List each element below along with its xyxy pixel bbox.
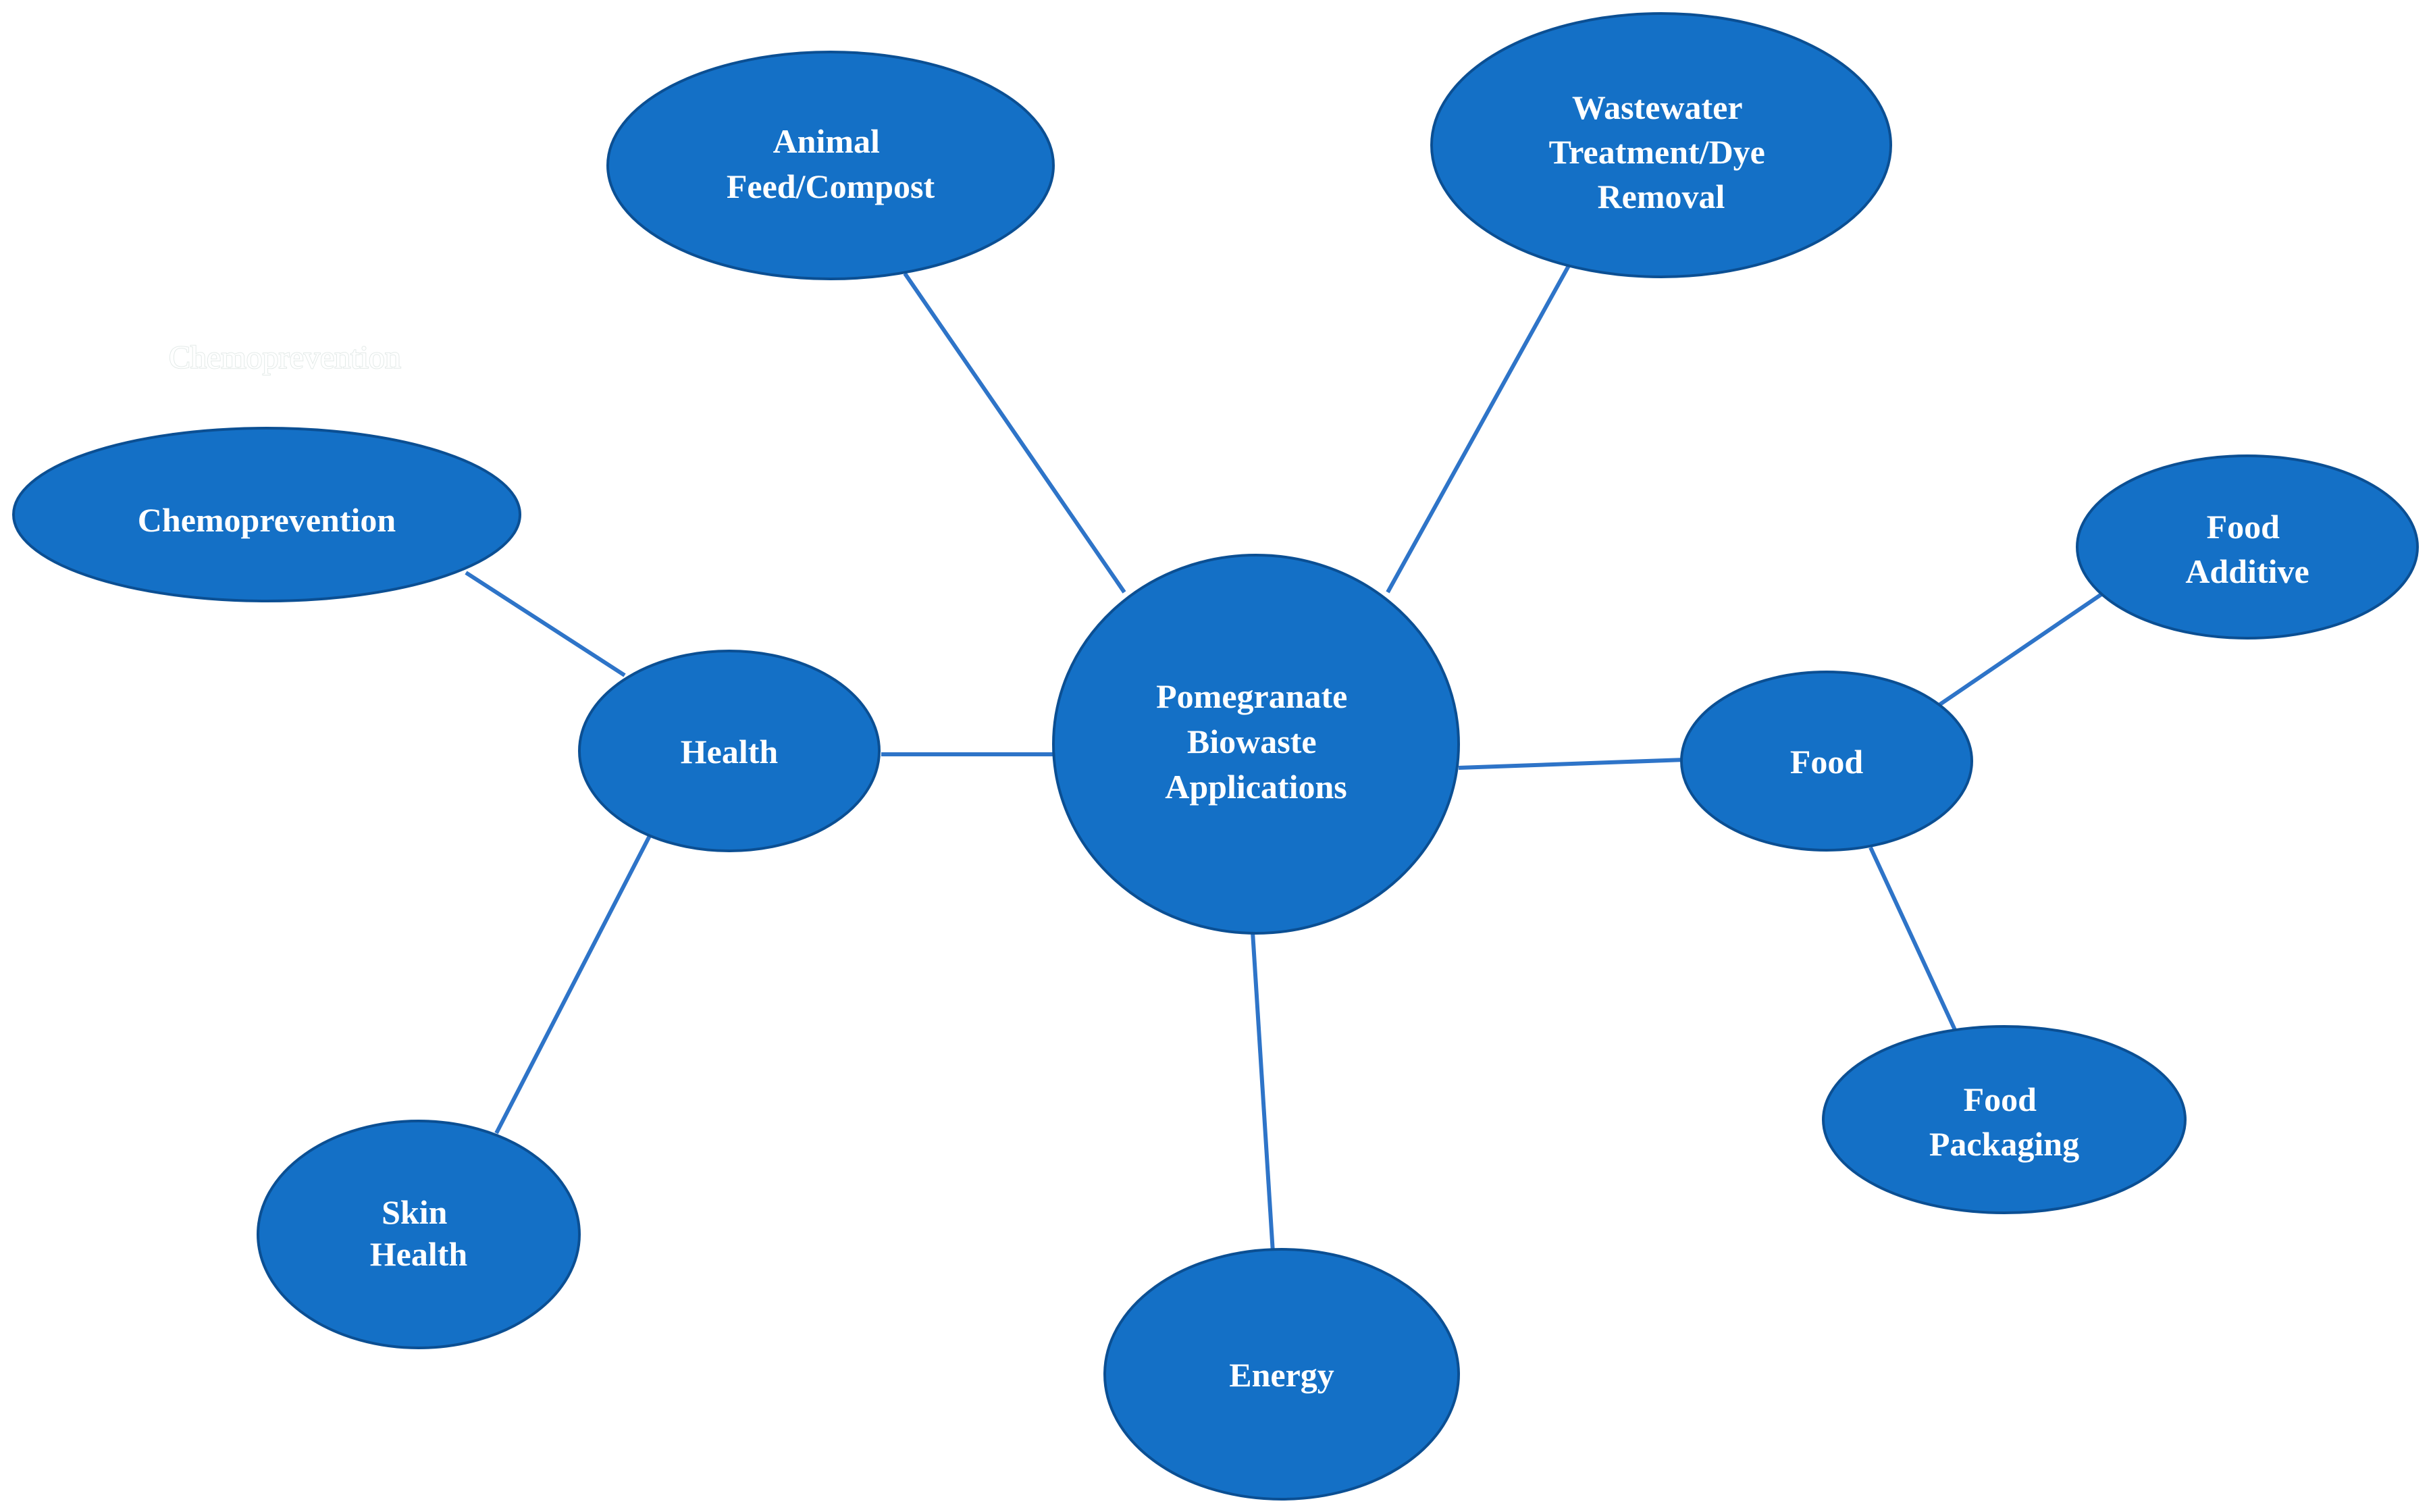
node-animal-feed-shape (606, 51, 1055, 280)
edge-health-chemoprevention (465, 571, 626, 677)
node-food-additive-line-1: Food (2207, 508, 2280, 546)
node-health-label: Health (681, 733, 779, 771)
edge-center-food (1458, 758, 1685, 770)
node-animal-feed-label: Animal Feed/Compost (727, 122, 935, 205)
node-energy[interactable]: Energy (1103, 1248, 1460, 1501)
node-skin-health-label: Skin Health (370, 1193, 468, 1273)
node-food-line-1: Food (1790, 743, 1864, 781)
node-food-additive-label: Food Additive (2185, 508, 2309, 590)
node-food-packaging-shape (1822, 1025, 2187, 1214)
node-energy-label: Energy (1229, 1356, 1334, 1394)
node-wastewater-line-2: Treatment/Dye (1549, 133, 1765, 171)
node-chemoprevention-shape (12, 427, 521, 602)
node-health-line-1: Health (681, 733, 779, 771)
node-food-additive[interactable]: Food Additive (2076, 454, 2419, 640)
node-skin-health-line-2: Health (370, 1235, 468, 1273)
node-chemoprevention[interactable]: Chemoprevention (12, 427, 521, 602)
node-energy-line-1: Energy (1229, 1356, 1334, 1394)
node-wastewater-line-3: Removal (1598, 178, 1725, 215)
edge-center-animal-feed (903, 272, 1126, 594)
node-food-additive-line-2: Additive (2185, 552, 2309, 590)
node-animal-feed-line-1: Animal (773, 122, 880, 160)
node-food-packaging-line-2: Packaging (1929, 1125, 2079, 1163)
node-skin-health[interactable]: Skin Health (257, 1120, 581, 1349)
node-food-label: Food (1790, 743, 1864, 781)
node-animal-feed[interactable]: Animal Feed/Compost (606, 51, 1055, 280)
node-wastewater-line-1: Wastewater (1572, 88, 1742, 126)
node-center-line-1: Pomegranate (1156, 677, 1347, 715)
node-food-shape (1680, 671, 1973, 852)
node-chemoprevention-label: Chemoprevention (138, 501, 396, 539)
node-center-label: Pomegranate Biowaste Applications (1156, 677, 1356, 806)
node-food-packaging[interactable]: Food Packaging (1822, 1025, 2187, 1214)
faded-chemoprevention-label: Chemoprevention (169, 340, 401, 375)
edge-center-wastewater (1386, 262, 1572, 594)
node-skin-health-shape (257, 1120, 581, 1349)
edge-center-energy (1251, 931, 1275, 1253)
node-food-packaging-line-1: Food (1964, 1080, 2037, 1118)
node-center[interactable]: Pomegranate Biowaste Applications (1052, 554, 1460, 935)
node-skin-health-line-1: Skin (382, 1193, 448, 1231)
node-center-line-2: Biowaste (1187, 723, 1317, 760)
node-food[interactable]: Food (1680, 671, 1973, 852)
node-center-shape (1052, 554, 1460, 935)
edges (465, 262, 2105, 1253)
node-animal-feed-line-2: Feed/Compost (727, 167, 935, 205)
node-chemoprevention-line-1: Chemoprevention (138, 501, 396, 539)
node-food-additive-shape (2076, 454, 2419, 640)
node-wastewater[interactable]: Wastewater Treatment/Dye Removal (1430, 12, 1892, 278)
node-center-line-3: Applications (1165, 768, 1347, 806)
node-health-shape (578, 650, 881, 852)
node-health[interactable]: Health (578, 650, 881, 852)
edge-food-food-additive (1937, 591, 2105, 708)
edge-food-food-packaging (1868, 846, 1957, 1031)
edge-health-skin-health (494, 831, 654, 1135)
node-wastewater-shape (1430, 12, 1892, 278)
node-wastewater-label: Wastewater Treatment/Dye Removal (1549, 88, 1774, 215)
node-energy-shape (1103, 1248, 1460, 1501)
node-food-packaging-label: Food Packaging (1929, 1080, 2079, 1163)
